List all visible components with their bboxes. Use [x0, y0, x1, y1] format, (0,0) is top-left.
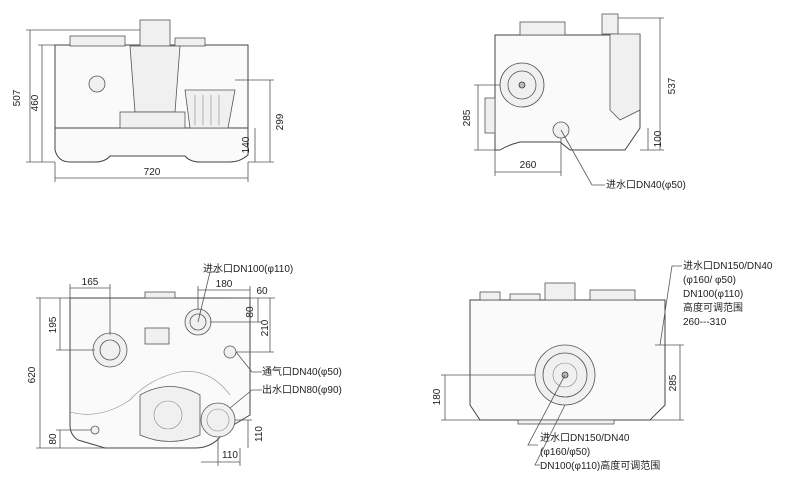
top-outlet-outer	[200, 402, 236, 438]
side-dim-260: 260	[520, 160, 537, 171]
top-dim-110v: 110	[254, 426, 265, 442]
side-flange	[484, 97, 496, 134]
top-dim-80a: 80	[245, 306, 256, 318]
front-top-cover-right	[174, 37, 206, 47]
rear-lower-note-3: DN100(φ110)高度可调范围	[540, 459, 660, 472]
rear-dim-285: 285	[668, 374, 679, 391]
rear-base	[517, 419, 615, 425]
top-pump-circle	[153, 400, 183, 430]
front-view: 507 460 299 140 720	[12, 19, 286, 182]
front-motor-head	[139, 19, 171, 47]
side-view: 537 285 100 260 进水口DN40(φ50)	[462, 13, 686, 191]
side-top-cover	[519, 21, 566, 36]
rear-view: 180 285 进水口DN150/DN40 (φ160/ φ50) DN100(…	[432, 260, 773, 472]
rear-lower-note-2: (φ160/φ50)	[540, 447, 590, 458]
top-left-port-inner	[99, 339, 121, 361]
top-drain	[90, 425, 100, 435]
front-dim-299: 299	[275, 113, 286, 130]
rear-upper-note-1: 进水口DN150/DN40	[683, 260, 773, 272]
top-dim-110h: 110	[222, 450, 238, 461]
front-dim-720: 720	[144, 167, 161, 178]
top-dim-80b: 80	[48, 433, 59, 445]
top-vent-label: 通气口DN40(φ50)	[262, 365, 342, 378]
top-dim-210: 210	[260, 319, 271, 336]
rear-upper-note-4: 高度可调范围	[683, 301, 743, 314]
top-outlet-label: 出水口DN80(φ90)	[262, 383, 342, 396]
rear-upper-note-5: 260---310	[683, 317, 727, 328]
top-pump-flange	[139, 386, 201, 442]
top-dim-180: 180	[216, 279, 233, 290]
side-housing	[494, 34, 641, 151]
front-base	[54, 127, 249, 163]
rear-dim-180: 180	[432, 388, 443, 405]
top-contour	[69, 371, 231, 415]
front-dim-507: 507	[12, 89, 23, 106]
front-motor-body	[129, 45, 181, 113]
side-dim-285: 285	[462, 109, 473, 126]
front-dim-140: 140	[241, 136, 252, 153]
front-cutter-grid	[184, 89, 236, 129]
side-motor-head	[601, 13, 619, 35]
front-top-cover-left	[69, 35, 126, 47]
side-inlet-center	[518, 81, 526, 89]
rear-top-cover-left	[509, 293, 541, 301]
top-inlet-label: 进水口DN100(φ110)	[203, 263, 293, 275]
side-dim-100: 100	[653, 130, 664, 147]
top-window	[144, 327, 170, 345]
front-dim-460: 460	[30, 94, 41, 111]
top-view: 165 180 60 195 80 210 620 80 110 110 进水口…	[27, 263, 342, 466]
top-dim-620: 620	[27, 366, 38, 383]
top-outlet-inner	[206, 408, 230, 432]
top-vent	[223, 345, 237, 359]
front-inlet-circle	[88, 75, 106, 93]
rear-motor-head	[544, 282, 576, 301]
top-dim-60: 60	[256, 286, 268, 297]
rear-top-cover-right	[589, 289, 636, 301]
rear-left-knob	[479, 291, 501, 301]
front-pump-casing	[119, 111, 186, 129]
top-top-cover	[144, 291, 176, 299]
top-dim-165: 165	[82, 277, 99, 288]
side-inlet-label: 进水口DN40(φ50)	[606, 179, 686, 191]
top-dim-195: 195	[48, 316, 59, 333]
rear-lower-note-1: 进水口DN150/DN40	[540, 432, 630, 444]
side-dim-537: 537	[667, 77, 678, 94]
rear-upper-note-2: (φ160/ φ50)	[683, 275, 736, 286]
rear-inlet-inner	[552, 362, 578, 388]
side-motor-body	[609, 33, 641, 121]
rear-upper-note-3: DN100(φ110)	[683, 289, 743, 300]
